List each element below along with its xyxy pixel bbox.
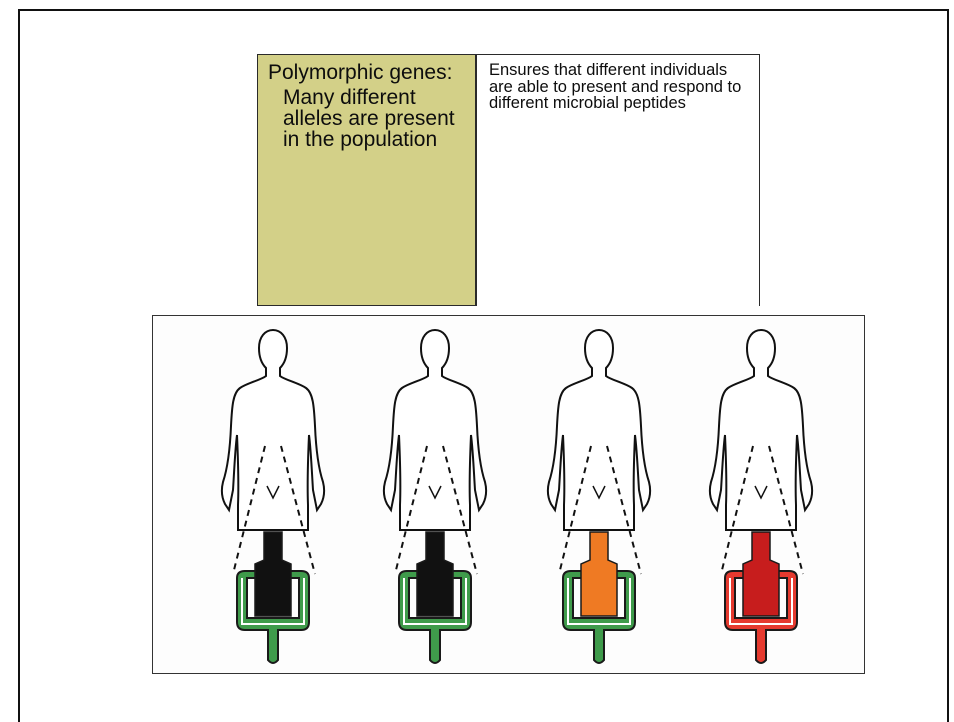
individuals-figure (152, 315, 865, 674)
peptide (743, 532, 779, 616)
individual-3 (548, 330, 650, 663)
individual-2 (384, 330, 486, 663)
significance-text: Ensures that different individuals are a… (489, 62, 749, 112)
individuals-illustration (153, 316, 864, 673)
person-outline (548, 330, 650, 530)
individual-4 (710, 330, 812, 663)
person-outline (222, 330, 324, 530)
individual-1 (222, 330, 324, 663)
peptide (417, 532, 453, 616)
term-definition: Many different alleles are present in th… (283, 87, 467, 150)
significance-cell: Ensures that different individuals are a… (477, 54, 760, 306)
term-title: Polymorphic genes: (268, 62, 467, 83)
term-cell: Polymorphic genes: Many different allele… (257, 54, 477, 306)
polymorphism-table: Polymorphic genes: Many different allele… (257, 54, 760, 306)
person-outline (384, 330, 486, 530)
person-outline (710, 330, 812, 530)
peptide (255, 532, 291, 616)
slide-frame: Polymorphic genes: Many different allele… (18, 9, 949, 722)
peptide (581, 532, 617, 616)
